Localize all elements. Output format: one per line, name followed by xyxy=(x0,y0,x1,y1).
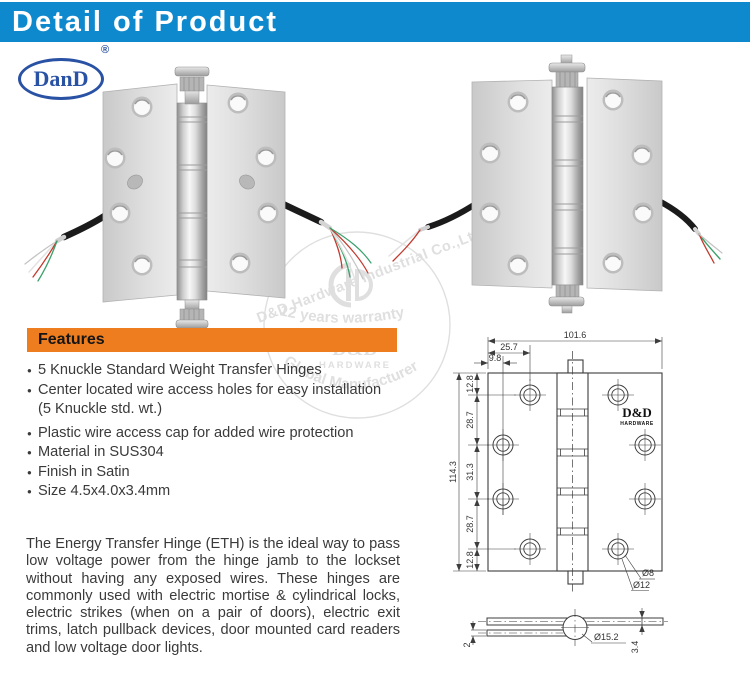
hinge-back-right-leaf xyxy=(586,77,663,292)
screw-hole xyxy=(630,143,654,167)
dim-gap-label: 2 xyxy=(462,642,472,647)
bullet-icon: ● xyxy=(27,366,32,375)
drawing-brand-sub: HARDWARE xyxy=(620,421,654,427)
drawing-brand: D&D xyxy=(622,405,652,420)
feature-text: (5 Knuckle std. wt.) xyxy=(38,401,163,417)
watermark-brand-sub: HARDWARE xyxy=(319,360,391,371)
page-banner: Detail of Product xyxy=(0,2,750,42)
dim-v2-label: 28.7 xyxy=(465,411,475,429)
dim-edge-label: 9.8 xyxy=(489,353,502,363)
screw-hole xyxy=(108,201,132,225)
screw-hole xyxy=(506,253,530,277)
feature-text: Center located wire access holes for eas… xyxy=(38,381,382,398)
feature-item: ● Finish in Satin xyxy=(27,463,409,483)
feature-item: ● Size 4.5x4.0x3.4mm xyxy=(27,482,409,502)
screw-hole xyxy=(478,201,502,225)
brand-watermark: 12 years warranty D&D HARDWARE Global Ma… xyxy=(255,226,475,419)
dim-v4-label: 28.7 xyxy=(465,515,475,533)
feature-item-continuation: (5 Knuckle std. wt.) xyxy=(27,400,409,420)
bullet-icon xyxy=(27,400,38,420)
dand-logo-text: DanD xyxy=(33,66,89,91)
screw-hole xyxy=(506,90,530,114)
screw-hole xyxy=(631,201,655,225)
bullet-icon: ● xyxy=(27,385,32,395)
product-description: The Energy Transfer Hinge (ETH) is the i… xyxy=(26,536,400,656)
hinge-front-photo xyxy=(24,66,372,329)
dand-logo: DanD xyxy=(18,58,104,100)
hinge-barrel xyxy=(551,86,584,286)
screw-hole xyxy=(226,91,250,115)
dim-knuckle-label: Ø15.2 xyxy=(594,632,619,642)
screw-hole xyxy=(130,253,154,277)
hinge-back-left-wire xyxy=(388,200,480,262)
feature-text: Plastic wire access cap for added wire p… xyxy=(38,424,354,441)
screw-hole xyxy=(256,201,280,225)
dim-width-label: 101.6 xyxy=(564,330,587,340)
feature-item: ● 5 Knuckle Standard Weight Transfer Hing… xyxy=(27,361,409,381)
features-title: Features xyxy=(38,331,105,348)
bullet-icon: ● xyxy=(27,448,32,457)
top-finial-pin xyxy=(548,54,586,88)
screw-hole xyxy=(601,251,625,275)
screw-hole xyxy=(228,251,252,275)
dim-hole-col-label: 25.7 xyxy=(500,342,518,352)
hinge-side-view xyxy=(470,608,668,646)
dim-hole-outer-label: Ø12 xyxy=(633,580,650,590)
features-list: ● 5 Knuckle Standard Weight Transfer Hing… xyxy=(27,361,409,502)
screw-hole xyxy=(103,146,127,170)
dim-v1-label: 12.8 xyxy=(465,375,475,393)
screw-hole xyxy=(130,95,154,119)
wire-access-cap xyxy=(127,174,143,190)
feature-text: Size 4.5x4.0x3.4mm xyxy=(38,483,171,499)
page-title: Detail of Product xyxy=(12,6,279,38)
feature-item: ● Center located wire access holes for ea… xyxy=(27,381,409,401)
dimension-lines xyxy=(453,337,663,591)
screw-hole xyxy=(601,88,625,112)
product-photo xyxy=(24,54,723,329)
bullet-icon: ● xyxy=(27,428,32,438)
technical-drawing: 101.6 25.7 9.8 114.3 12.8 28.7 31.3 28.7… xyxy=(448,330,668,654)
top-finial-pin xyxy=(174,66,210,105)
dim-hole-inner-label: Ø8 xyxy=(642,568,654,578)
watermark-circle xyxy=(263,231,451,419)
wire-access-cap xyxy=(239,174,255,190)
bullet-icon: ● xyxy=(27,467,32,477)
bottom-finial-pin xyxy=(548,284,585,314)
hinge-back-photo xyxy=(388,54,723,314)
bottom-finial-pin xyxy=(175,299,209,329)
feature-item: ● Material in SUS304 xyxy=(27,443,409,463)
feature-text: Finish in Satin xyxy=(38,463,130,480)
dim-height-label: 114.3 xyxy=(448,461,458,483)
dim-v5-label: 12.8 xyxy=(465,551,475,569)
screw-hole xyxy=(254,145,278,169)
feature-text: Material in SUS304 xyxy=(38,444,164,460)
screw-hole xyxy=(478,141,502,165)
registered-mark-icon: ® xyxy=(101,44,110,56)
dim-v3-label: 31.3 xyxy=(465,463,475,481)
hinge-back-left-leaf xyxy=(471,79,553,289)
dnd-logo-glyph-icon xyxy=(328,262,373,308)
hinge-plan-view xyxy=(487,351,663,593)
hinge-back-right-wire xyxy=(656,198,723,264)
features-header: Features xyxy=(27,328,397,352)
feature-text: 5 Knuckle Standard Weight Transfer Hinge… xyxy=(38,362,322,378)
bullet-icon: ● xyxy=(27,487,32,496)
hinge-barrel xyxy=(176,102,208,301)
feature-item: ● Plastic wire access cap for added wire … xyxy=(27,424,409,444)
dim-thickness-label: 3.4 xyxy=(630,641,640,654)
